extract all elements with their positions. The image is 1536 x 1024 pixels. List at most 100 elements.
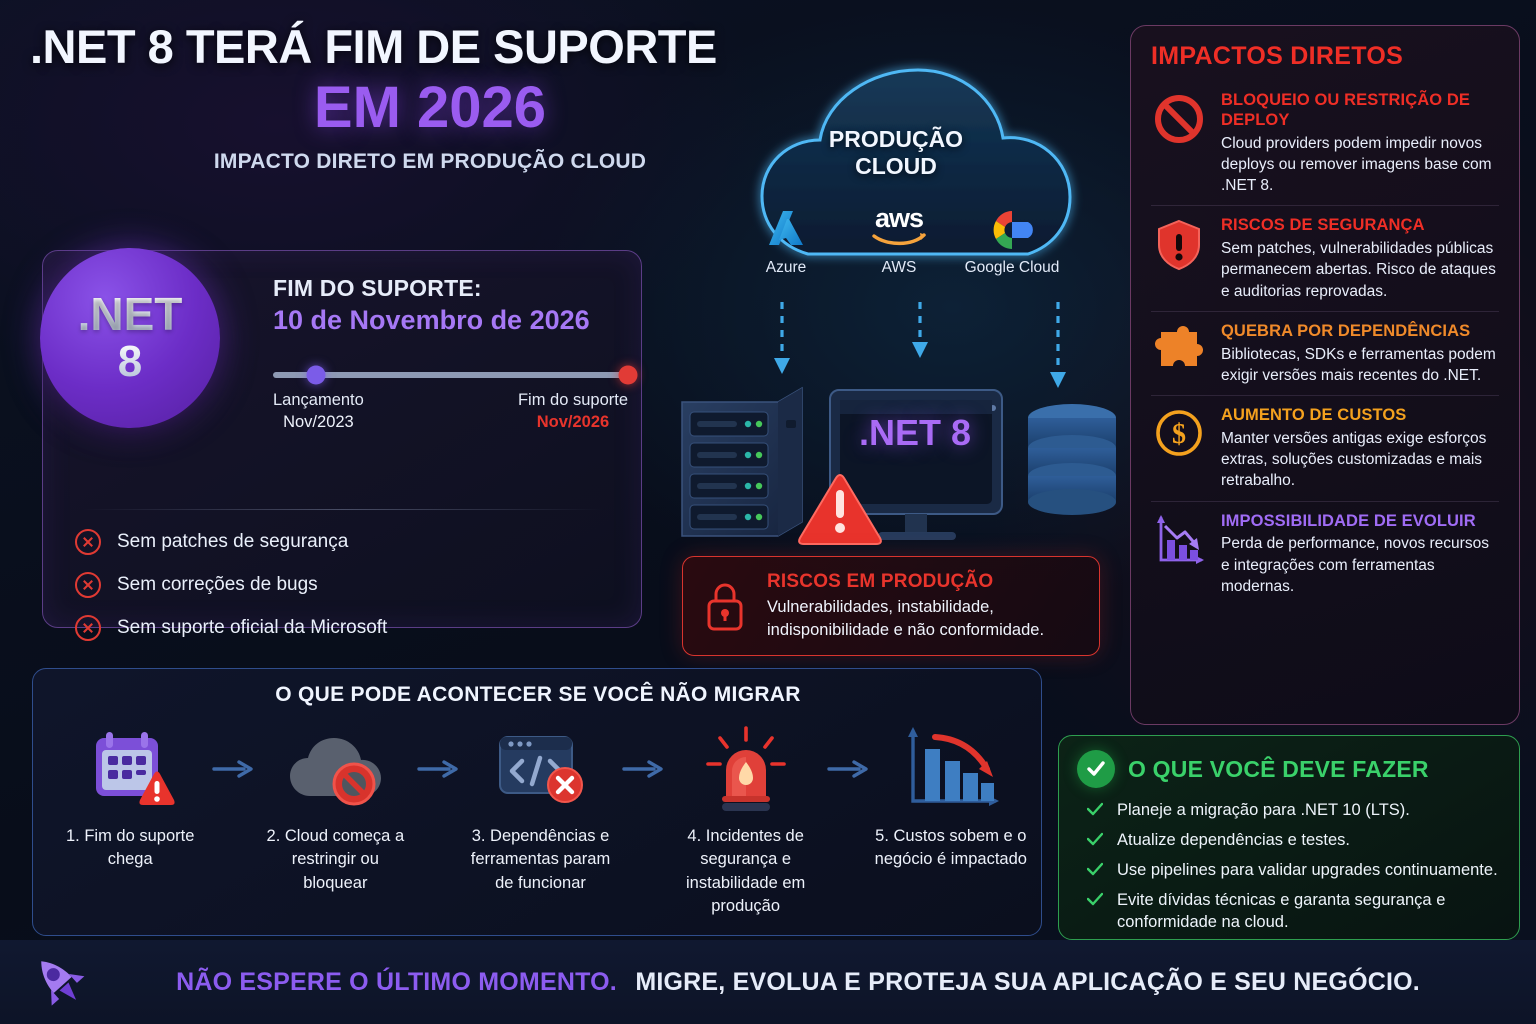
aws-wordmark: aws <box>874 202 924 233</box>
impact-item-costs: $ AUMENTO DE CUSTOS Manter versões antig… <box>1151 395 1499 501</box>
loss-label: Sem correções de bugs <box>117 574 318 595</box>
scene-illustration <box>681 386 1116 545</box>
google-cloud-logo-icon <box>960 206 1064 254</box>
flow-step-5: 5. Custos sobem e o negócio é impactado <box>874 719 1028 872</box>
flow-step-3: 3. Dependências e ferramentas param de f… <box>463 719 617 895</box>
cloud-providers: Azure aws AWS <box>734 202 1064 277</box>
cloud-section: PRODUÇÃO CLOUD Azure <box>700 28 1140 328</box>
flow-step-label: 2. Cloud começa a restringir ou bloquear <box>266 827 405 892</box>
footer-message: NÃO ESPERE O ÚLTIMO MOMENTO. MIGRE, EVOL… <box>120 968 1536 997</box>
check-icon <box>1087 832 1103 846</box>
timeline-end-labels: Fim do suporte Nov/2026 <box>518 389 628 434</box>
timeline-end-label: Fim do suporte <box>517 391 628 409</box>
impact-heading: RISCOS DE SEGURANÇA <box>1221 216 1425 235</box>
dashed-arrows <box>774 302 1066 388</box>
action-item-label: Planeje a migração para .NET 10 (LTS). <box>1117 801 1410 819</box>
declining-bar-chart-icon <box>874 719 1028 819</box>
action-plan-title: O QUE VOCÊ DEVE FAZER <box>1128 755 1429 782</box>
timeline-end-dot <box>618 365 638 385</box>
flow-step-label: 4. Incidentes de segurança e instabilida… <box>686 827 806 916</box>
server-rack-icon <box>681 386 803 537</box>
action-item-label: Atualize dependências e testes. <box>1117 831 1350 850</box>
monitor-icon <box>829 389 1003 540</box>
risk-box-title: RISCOS EM PRODUÇÃO <box>767 571 994 593</box>
flow-step-label: 1. Fim do suporte chega <box>65 827 195 869</box>
page-subtitle: IMPACTO DIRETO EM PRODUÇÃO CLOUD <box>213 149 647 173</box>
flow-step-1: 1. Fim do suporte chega <box>53 719 207 872</box>
action-item-label: Use pipelines para validar upgrades cont… <box>1117 861 1498 880</box>
aws-logo-icon: aws <box>847 202 951 254</box>
check-circle-icon <box>1077 750 1115 788</box>
impact-item-evolution: IMPOSSIBILIDADE DE EVOLUIR Perda de perf… <box>1151 500 1499 607</box>
card-divider <box>83 509 603 510</box>
flow-steps: 1. Fim do suporte chega 2. Clo <box>53 719 1028 919</box>
timeline-start-value: Nov/2023 <box>283 413 354 432</box>
timeline-start-labels: Lançamento Nov/2023 <box>273 389 364 434</box>
production-risk-box: RISCOS EM PRODUÇÃO Vulnerabilidades, ins… <box>682 556 1100 656</box>
footer-banner: NÃO ESPERE O ÚLTIMO MOMENTO. MIGRE, EVOL… <box>0 940 1536 1024</box>
alarm-siren-icon <box>668 719 822 819</box>
timeline-track <box>273 365 638 385</box>
list-item: Atualize dependências e testes. <box>1077 829 1501 851</box>
check-icon <box>1087 802 1103 816</box>
prohibition-icon <box>1151 91 1207 149</box>
database-icon <box>1028 404 1116 515</box>
warning-triangle-icon <box>798 474 882 545</box>
badge-version-text: 8 <box>117 336 143 386</box>
support-end-date: 10 de Novembro de 2026 <box>273 305 590 335</box>
provider-azure: Azure <box>734 206 838 277</box>
provider-name: Azure <box>765 259 807 276</box>
cloud-title-line1: PRODUÇÃO <box>828 126 964 152</box>
x-circle-icon <box>75 572 101 598</box>
header: .NET 8 TERÁ FIM DE SUPORTE EM 2026 IMPAC… <box>30 22 830 174</box>
action-plan-box: O QUE VOCÊ DEVE FAZER Planeje a migração… <box>1058 735 1520 940</box>
provider-google-cloud: Google Cloud <box>960 206 1064 277</box>
impact-heading: AUMENTO DE CUSTOS <box>1221 406 1407 425</box>
arrow-right-icon <box>823 719 874 819</box>
impact-item-deploy-block: BLOQUEIO OU RESTRIÇÃO DE DEPLOY Cloud pr… <box>1151 81 1499 205</box>
cloud-shape-icon <box>760 68 1072 256</box>
timeline-end-value: Nov/2026 <box>536 413 610 432</box>
dotnet-8-badge: .NET 8 <box>40 248 220 428</box>
flow-step-4: 4. Incidentes de segurança e instabilida… <box>668 719 822 919</box>
rocket-icon <box>0 950 120 1014</box>
flow-step-label: 5. Custos sobem e o negócio é impactado <box>874 827 1027 869</box>
svg-text:$: $ <box>1172 419 1186 450</box>
list-item: Sem correções de bugs <box>75 572 615 598</box>
list-item: Evite dívidas técnicas e garanta seguran… <box>1077 889 1501 933</box>
impact-desc: Sem patches, vulnerabilidades públicas p… <box>1221 240 1496 300</box>
impact-desc: Cloud providers podem impedir novos depl… <box>1221 134 1492 195</box>
support-headline: FIM DO SUPORTE: 10 de Novembro de 2026 <box>273 275 623 336</box>
x-circle-icon <box>75 529 101 555</box>
page-year: EM 2026 <box>313 74 547 140</box>
cloud-blocked-icon <box>258 719 412 819</box>
footer-highlight: NÃO ESPERE O ÚLTIMO MOMENTO. <box>176 967 617 996</box>
impact-desc: Bibliotecas, SDKs e ferramentas podem ex… <box>1221 345 1496 384</box>
dollar-coin-icon: $ <box>1151 406 1207 464</box>
risk-box-desc-line2: indisponibilidade e não conformidade. <box>767 620 1045 639</box>
provider-aws: aws AWS <box>847 202 951 277</box>
timeline-start-dot <box>306 365 326 385</box>
flow-step-label: 3. Dependências e ferramentas param de f… <box>470 827 611 892</box>
list-item: Sem suporte oficial da Microsoft <box>75 615 615 641</box>
impact-desc: Perda de performance, novos recursos e i… <box>1221 535 1489 595</box>
code-window-error-icon <box>463 719 617 819</box>
impact-desc: Manter versões antigas exige esforços ex… <box>1221 429 1487 490</box>
list-item: Sem patches de segurança <box>75 529 615 555</box>
monitor-dotnet-label: .NET 8 <box>858 412 972 453</box>
flow-step-2: 2. Cloud começa a restringir ou bloquear <box>258 719 412 895</box>
impacts-panel: IMPACTOS DIRETOS BLOQUEIO OU RESTRIÇÃO D… <box>1130 25 1520 725</box>
list-item: Planeje a migração para .NET 10 (LTS). <box>1077 799 1501 821</box>
shield-alert-icon <box>1151 216 1207 274</box>
impact-heading: QUEBRA POR DEPENDÊNCIAS <box>1221 321 1471 340</box>
azure-logo-icon <box>734 206 838 254</box>
footer-rest: MIGRE, EVOLUA E PROTEJA SUA APLICAÇÃO E … <box>635 967 1420 996</box>
list-item: Use pipelines para validar upgrades cont… <box>1077 859 1501 881</box>
cloud-title-line2: CLOUD <box>855 153 937 180</box>
loss-label: Sem suporte oficial da Microsoft <box>117 617 388 638</box>
page-title: .NET 8 TERÁ FIM DE SUPORTE <box>30 20 717 73</box>
arrow-right-icon <box>207 719 258 819</box>
declining-chart-icon <box>1151 512 1207 570</box>
action-item-label: Evite dívidas técnicas e garanta seguran… <box>1117 891 1446 932</box>
